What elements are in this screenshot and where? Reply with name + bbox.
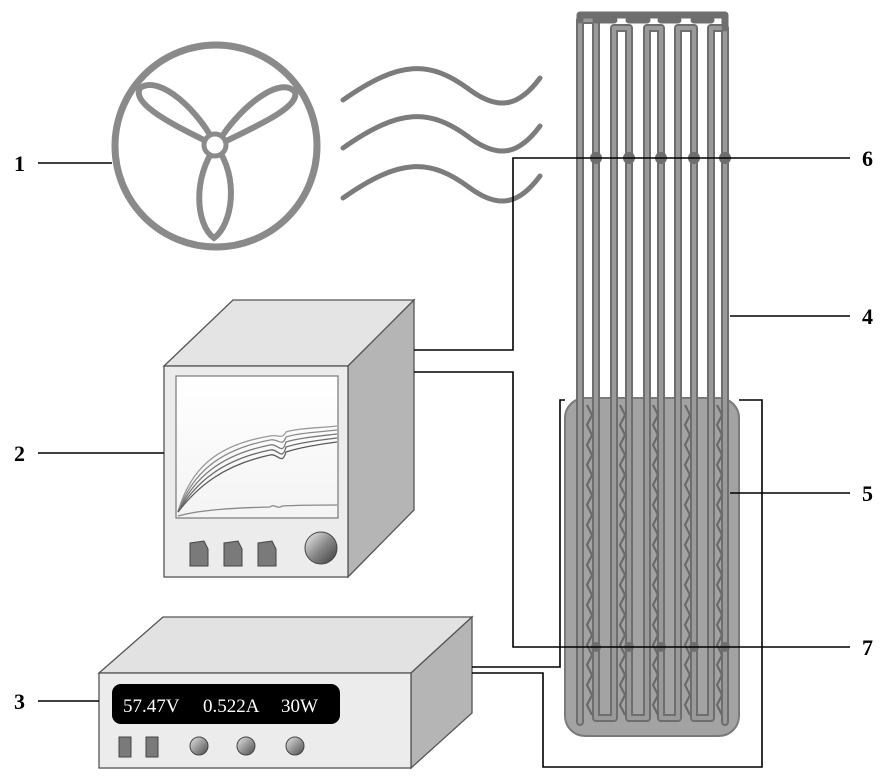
power-supply-heater-wire-b	[472, 399, 763, 768]
fan-housing	[111, 41, 321, 251]
recorder-curve	[177, 441, 338, 513]
power-supply-knob[interactable]	[189, 736, 209, 756]
heater-wire-run-2	[618, 404, 627, 716]
power-supply-top-face	[97, 616, 474, 674]
recorder-curve	[177, 429, 338, 513]
heater-wire-run-3	[651, 404, 660, 716]
callout-6-upper-thermocouples: 6	[862, 146, 873, 171]
power-supply-switch[interactable]	[118, 736, 132, 758]
display-current: 0.522A	[203, 696, 260, 717]
power-supply-knob[interactable]	[285, 736, 305, 756]
power-supply-knob[interactable]	[236, 736, 256, 756]
data-recorder	[162, 298, 416, 579]
callout-1-fan: 1	[14, 151, 25, 176]
callout-2-recorder: 2	[14, 441, 25, 466]
recorder-button[interactable]	[257, 540, 277, 567]
fan	[111, 41, 321, 251]
display-voltage: 57.47V	[123, 696, 180, 717]
recorder-button[interactable]	[189, 540, 209, 567]
airflow-wave-bottom	[340, 164, 543, 204]
fan-blade-right	[208, 84, 299, 154]
recorder-curve	[177, 433, 338, 513]
callout-7-lower-thermocouples: 7	[862, 635, 873, 660]
recorder-baseline-curve	[177, 504, 338, 517]
power-display	[112, 684, 340, 724]
heat-pipe-outer-return	[576, 11, 729, 32]
heater-wire-run-1	[585, 404, 594, 716]
callout-4-heat-pipe: 4	[862, 304, 873, 329]
wiring	[414, 157, 763, 768]
recorder-curve	[177, 437, 338, 513]
airflow-wave-top	[340, 66, 543, 106]
recorder-knob[interactable]	[304, 531, 338, 565]
recorder-screen	[175, 375, 339, 519]
heater-wire-run-4	[683, 404, 692, 716]
display-power: 30W	[281, 696, 318, 717]
power-supply-switch[interactable]	[145, 736, 159, 758]
recorder-lower-thermocouple-wire	[414, 371, 730, 648]
recorder-curves	[177, 425, 338, 517]
recorder-upper-thermocouple-wire	[414, 157, 730, 351]
heat-pipe	[576, 11, 729, 726]
airflow-waves	[340, 66, 543, 204]
heat-pipe-tube-highlight	[578, 18, 727, 724]
callout-3-power-supply: 3	[14, 689, 25, 714]
callout-leaders	[38, 157, 850, 702]
power-supply: 57.47V 0.522A 30W	[97, 615, 474, 770]
fan-blade-bottom	[196, 140, 234, 242]
heater-wire	[585, 404, 724, 716]
callout-5-heater: 5	[862, 481, 873, 506]
recorder-button[interactable]	[223, 540, 243, 567]
fan-hub	[201, 131, 229, 159]
heater-wire-run-5	[715, 404, 724, 716]
power-supply-heater-wire-a	[472, 399, 565, 668]
fan-blade-left	[135, 82, 223, 153]
airflow-wave-middle	[340, 114, 543, 154]
recorder-curve	[177, 425, 338, 513]
